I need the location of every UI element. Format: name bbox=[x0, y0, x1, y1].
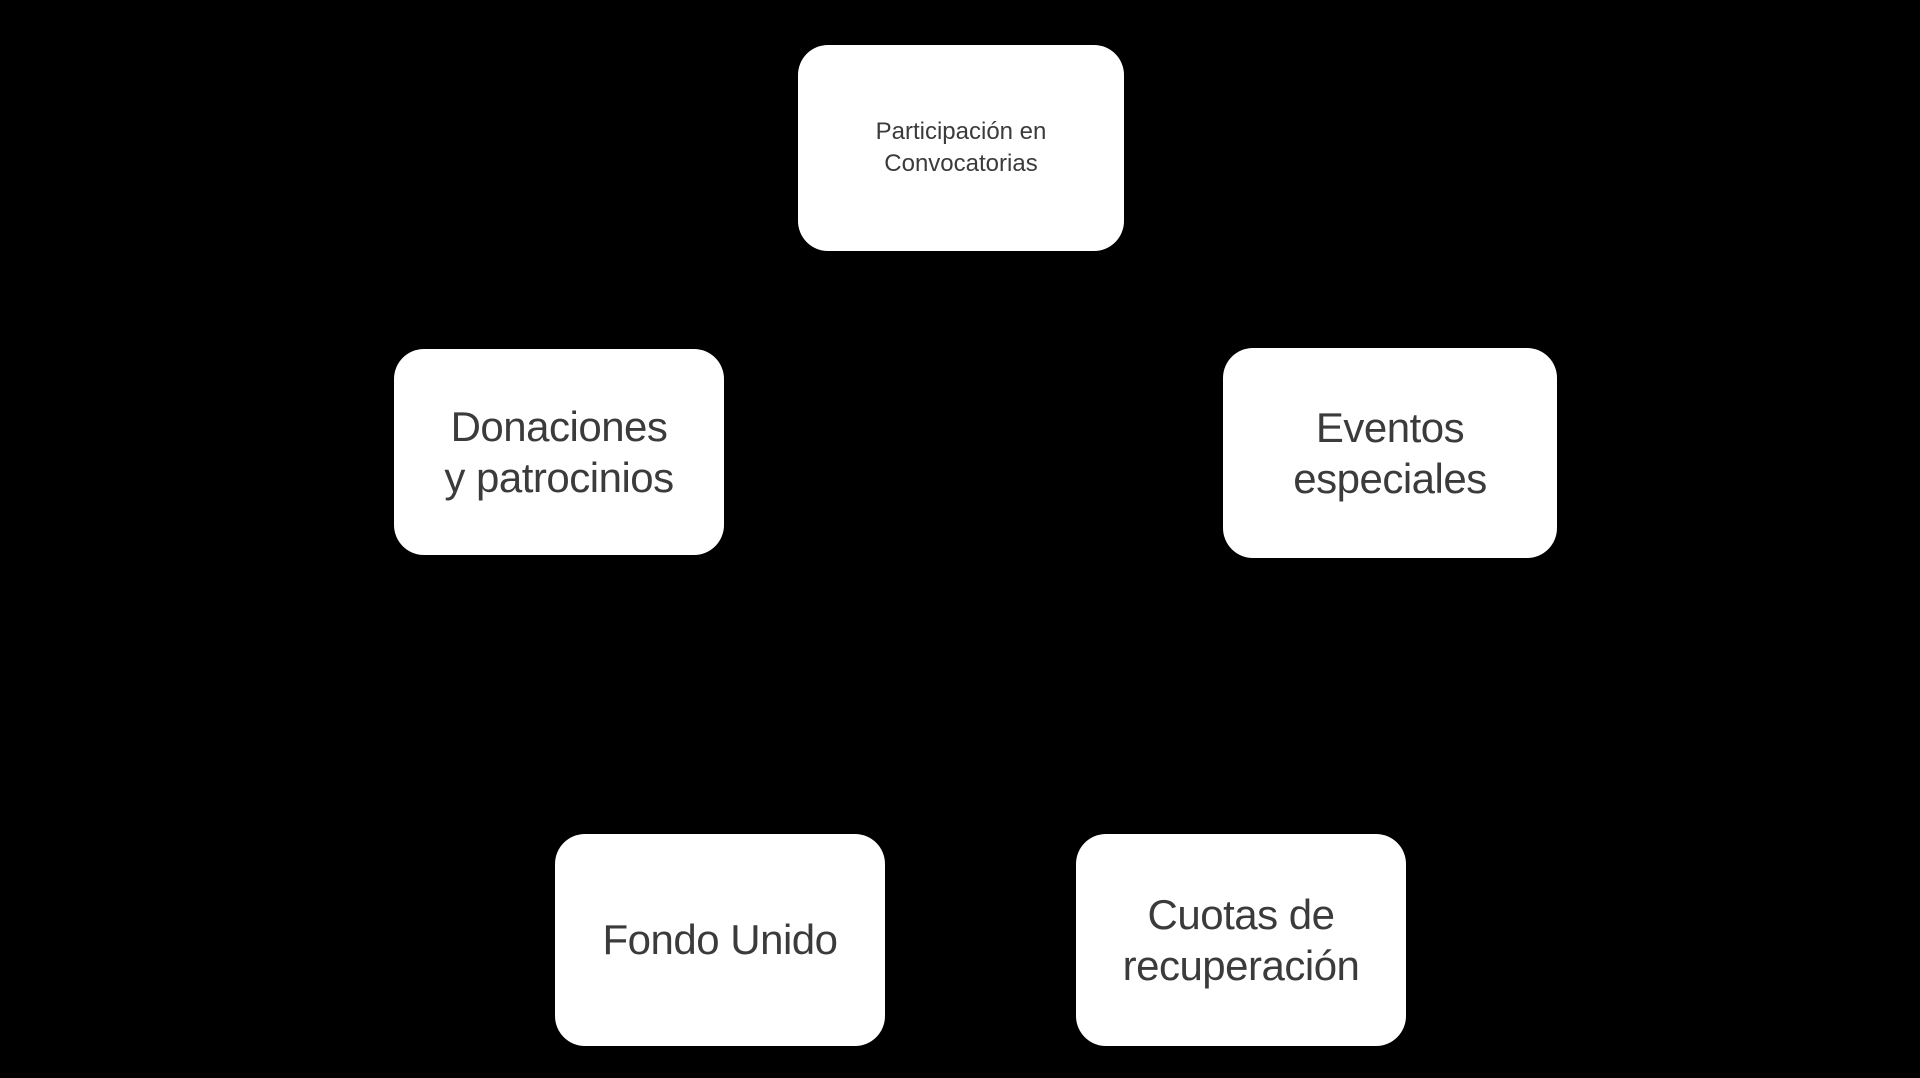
node-fondo-unido: Fondo Unido bbox=[555, 834, 885, 1046]
node-label-line: recuperación bbox=[1122, 942, 1360, 989]
node-label-line: especiales bbox=[1293, 455, 1487, 502]
node-label-line: Cuotas de bbox=[1147, 890, 1335, 938]
node-label-line: Participación en bbox=[875, 118, 1047, 146]
node-label-line: Fondo Unido bbox=[602, 916, 839, 964]
node-label-line: Convocatorias bbox=[884, 150, 1038, 177]
node-label-line: y patrocinios bbox=[444, 454, 674, 501]
node-donaciones-y-patrocinios: Donaciones y patrocinios bbox=[394, 349, 724, 555]
node-label-line: Eventos bbox=[1315, 403, 1465, 451]
node-cuotas-de-recuperacion: Cuotas de recuperación bbox=[1076, 834, 1406, 1046]
node-label-line: Donaciones bbox=[450, 402, 668, 450]
node-eventos-especiales: Eventos especiales bbox=[1223, 348, 1557, 558]
node-participacion-en-convocatorias: Participación en Convocatorias bbox=[798, 45, 1124, 251]
